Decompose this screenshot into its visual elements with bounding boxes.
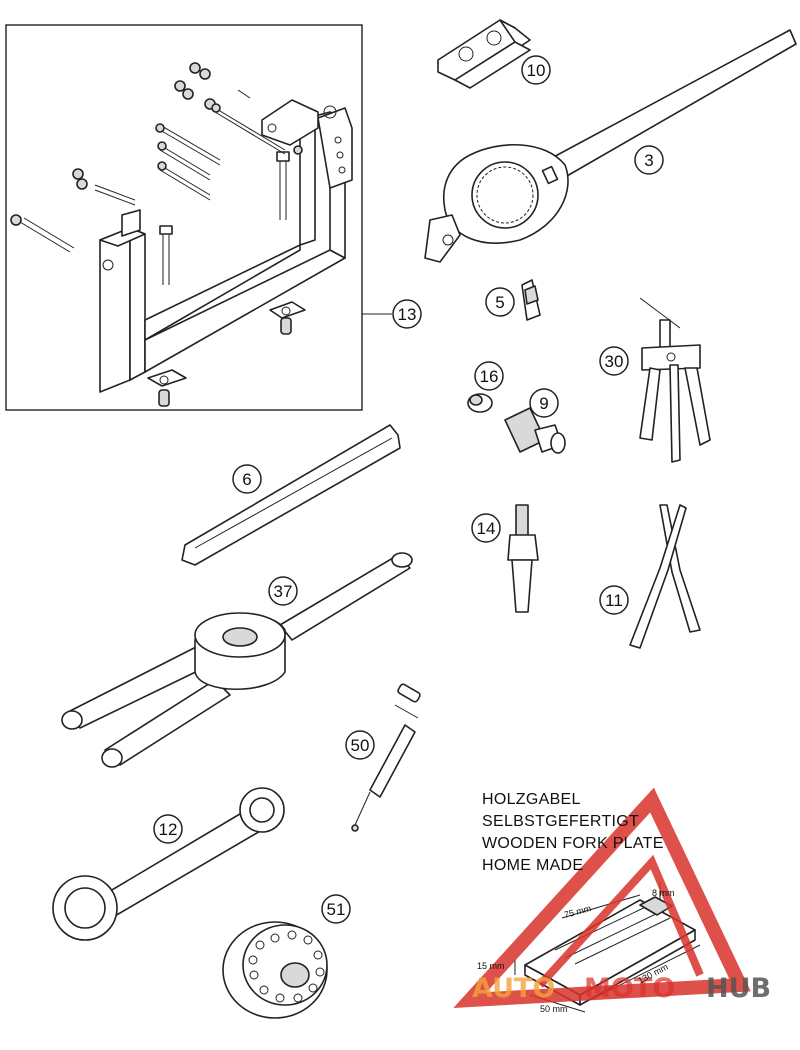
callout-12: 12 <box>153 814 183 844</box>
callout-label: 51 <box>327 900 346 919</box>
callout-label: 6 <box>242 470 251 489</box>
clutch-holder <box>424 29 797 263</box>
watermark-moto: MOTO <box>584 973 675 1004</box>
callout-label: 5 <box>495 293 504 312</box>
engine-stand-frame <box>5 24 363 411</box>
dim-50mm: 50 mm <box>540 1004 568 1014</box>
callout-37: 37 <box>268 576 298 606</box>
callout-label: 30 <box>605 352 624 371</box>
note-line-4: HOME MADE <box>482 857 583 874</box>
dim-15mm: 15 mm <box>477 961 505 971</box>
callout-label: 3 <box>644 151 653 170</box>
callout-3: 3 <box>634 145 664 175</box>
grease-syringe <box>351 683 421 832</box>
holding-bracket <box>437 19 531 89</box>
callout-50: 50 <box>345 730 375 760</box>
callout-10: 10 <box>521 55 551 85</box>
callout-11: 11 <box>599 585 629 615</box>
dim-75mm: 75 mm <box>563 903 592 920</box>
pin-spanner <box>52 787 285 941</box>
callout-label: 37 <box>274 582 293 601</box>
slide-hammer <box>507 504 539 613</box>
circlip-pliers <box>629 504 701 649</box>
callout-5: 5 <box>485 287 515 317</box>
callout-label: 12 <box>159 820 178 839</box>
callout-30: 30 <box>599 346 629 376</box>
callout-6: 6 <box>232 464 262 494</box>
dim-8mm: 8 mm <box>652 888 675 898</box>
engine-stand <box>10 62 353 407</box>
callout-9: 9 <box>529 388 559 418</box>
callout-51: 51 <box>321 894 351 924</box>
callout-label: 16 <box>480 367 499 386</box>
callout-label: 9 <box>539 394 548 413</box>
callout-label: 11 <box>605 591 623 610</box>
callout-label: 13 <box>398 305 417 324</box>
callout-label: 50 <box>351 736 370 755</box>
callout-13: 13 <box>392 299 422 329</box>
callout-label: 14 <box>477 519 496 538</box>
bushing <box>467 393 493 413</box>
bearing-puller <box>639 297 711 463</box>
flat-gauge <box>181 424 401 566</box>
automotohub-watermark <box>453 787 751 1008</box>
callout-label: 10 <box>527 61 546 80</box>
note-line-1: HOLZGABEL <box>482 791 581 808</box>
small-cone-tool <box>521 279 541 321</box>
note-line-3: WOODEN FORK PLATE <box>482 835 664 852</box>
watermark-hub: HUB <box>706 973 771 1004</box>
watermark-auto: AUTO <box>472 973 555 1004</box>
callout-14: 14 <box>471 513 501 543</box>
flywheel-puller <box>222 921 328 1019</box>
hub-holding-tool <box>61 552 413 768</box>
callout-16: 16 <box>474 361 504 391</box>
threaded-adapter <box>504 407 566 454</box>
note-line-2: SELBSTGEFERTIGT <box>482 813 639 830</box>
